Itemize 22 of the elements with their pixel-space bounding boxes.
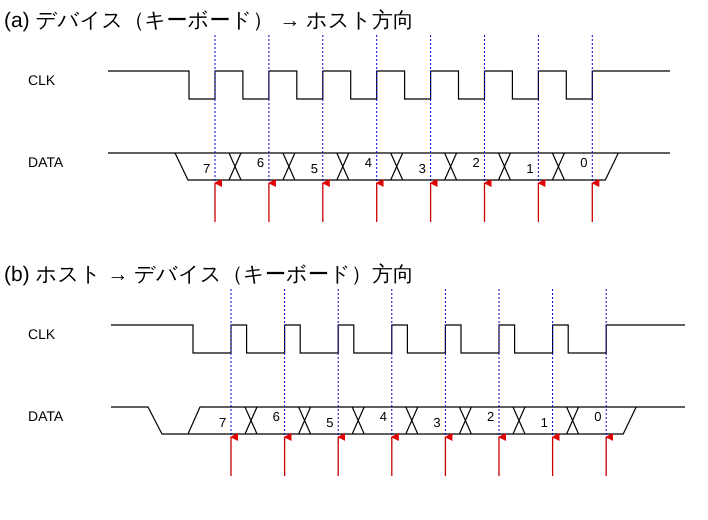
bit-number: 1: [526, 162, 534, 175]
bit-number: 1: [540, 416, 548, 429]
signal-name: CLK: [28, 327, 56, 341]
bit-number: 7: [203, 162, 210, 175]
panel-heading: (b) ホスト → デバイス（キーボード）方向: [4, 264, 414, 285]
bit-number: 0: [580, 156, 588, 169]
bit-number: 6: [272, 410, 280, 423]
signal-name: CLK: [28, 73, 56, 87]
signal-name: DATA: [28, 409, 64, 423]
bit-number: 5: [326, 416, 334, 429]
bit-number: 2: [472, 156, 480, 169]
bit-number: 0: [594, 410, 602, 423]
bit-number: 2: [487, 410, 494, 423]
bit-number: 5: [310, 162, 318, 175]
panel-heading: (a) デバイス（キーボード） → ホスト方向: [4, 10, 414, 31]
signal-name: DATA: [28, 155, 64, 169]
bit-number: 4: [380, 410, 388, 423]
bit-number: 7: [219, 416, 226, 429]
bit-number: 3: [433, 416, 441, 429]
bit-number: 3: [418, 162, 426, 175]
bit-number: 6: [256, 156, 264, 169]
bit-number: 4: [364, 156, 372, 169]
